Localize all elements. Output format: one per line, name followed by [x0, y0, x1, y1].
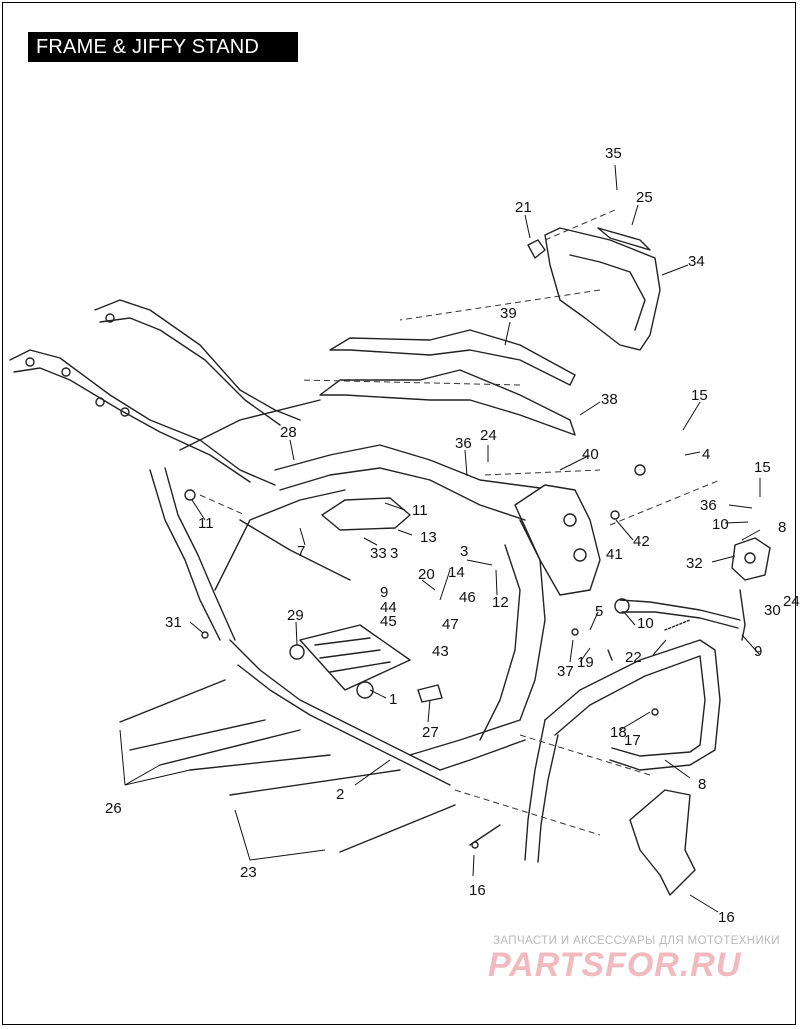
callout-label: 39 [500, 305, 517, 322]
callout-label: 20 [418, 566, 435, 583]
callout-label: 4 [702, 446, 710, 463]
callout-label: 40 [582, 446, 599, 463]
callout-label: 3 [460, 543, 468, 560]
watermark-logo: PARTSFOR.RU [488, 946, 742, 984]
callout-label: 22 [625, 649, 642, 666]
callout-label: 25 [636, 189, 653, 206]
callout-label: 31 [165, 614, 182, 631]
callout-label: 1 [389, 691, 397, 708]
callout-label: 36 [700, 497, 717, 514]
callout-label: 26 [105, 800, 122, 817]
callout-label: 9 [380, 584, 388, 601]
callout-label: 15 [754, 459, 771, 476]
watermark-subtitle: ЗАПЧАСТИ И АКСЕССУАРЫ ДЛЯ МОТОТЕХНИКИ [493, 935, 780, 947]
callout-label: 33 [370, 545, 387, 562]
callout-label: 27 [422, 724, 439, 741]
callout-label: 28 [280, 424, 297, 441]
callout-label: 37 [557, 663, 574, 680]
callout-label: 29 [287, 607, 304, 624]
callout-label: 14 [448, 564, 465, 581]
callout-label: 13 [420, 529, 437, 546]
callout-label: 47 [442, 616, 459, 633]
callout-label: 2 [336, 786, 344, 803]
diagram-title: FRAME & JIFFY STAND [28, 32, 298, 62]
callout-label: 7 [297, 543, 305, 560]
callout-leaders [119, 164, 761, 913]
callout-label: 36 [455, 435, 472, 452]
leader-lines [199, 209, 721, 836]
callout-label: 34 [688, 253, 705, 270]
callout-label: 32 [686, 555, 703, 572]
callout-label: 24 [783, 593, 800, 610]
callout-label: 45 [380, 613, 397, 630]
callout-label: 38 [601, 391, 618, 408]
callout-label: 46 [459, 589, 476, 606]
callout-label: 8 [698, 776, 706, 793]
callout-label: 35 [605, 145, 622, 162]
callout-label: 9 [754, 643, 762, 660]
callout-label: 44 [380, 599, 397, 616]
callout-label: 43 [432, 643, 449, 660]
callout-label: 12 [492, 594, 509, 611]
callout-label: 24 [480, 427, 497, 444]
callout-label: 11 [412, 502, 428, 519]
callout-label: 11 [198, 515, 214, 532]
callout-label: 8 [778, 519, 786, 536]
callout-label: 10 [712, 516, 729, 533]
callout-label: 30 [764, 602, 781, 619]
callout-label: 5 [595, 603, 603, 620]
callout-label: 23 [240, 864, 257, 881]
frame-drawing [9, 227, 771, 896]
callout-label: 3 [390, 545, 398, 562]
callout-label: 42 [633, 533, 650, 550]
callout-label: 15 [691, 387, 708, 404]
callout-label: 17 [624, 732, 641, 749]
callout-label: 16 [718, 909, 735, 926]
callout-label: 41 [606, 546, 623, 563]
callout-label: 16 [469, 882, 486, 899]
callout-label: 19 [577, 654, 594, 671]
callout-label: 10 [637, 615, 654, 632]
callout-label: 21 [515, 199, 532, 216]
callout-label: 18 [610, 724, 627, 741]
